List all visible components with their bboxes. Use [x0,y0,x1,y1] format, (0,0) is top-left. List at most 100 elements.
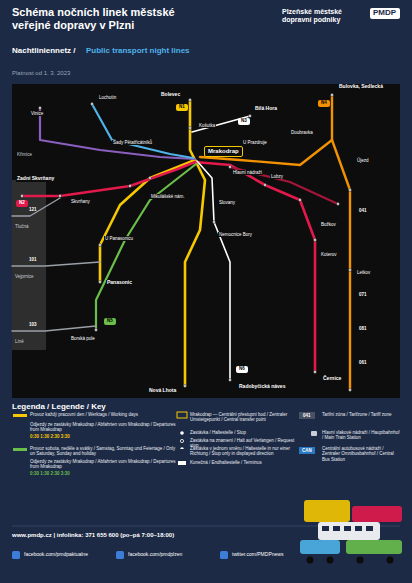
vehicle-window [344,526,351,531]
legend-text: Centrální autobusové nádraží / Zentraler… [322,446,402,462]
train-sample [311,431,317,436]
route-line [92,104,193,158]
stop-name: Košutka [198,123,216,128]
bus-station-sample [299,447,315,454]
legend-item: Odjezdy ze zastávky Mrakodrap / Abfahrte… [30,422,180,433]
stop-name: Koterov [320,252,338,257]
stop-name: Nová Lhota [148,388,177,394]
suburban-strip [12,180,46,350]
legend-note: 0:30 1:30 2:30 3:30 [30,434,70,439]
stop-name: Radobyčická náves [238,384,296,390]
legend-note: twitter.com/PMDPnews [232,552,283,558]
node-text: N6 [239,367,245,372]
vehicle-window [322,526,329,531]
one-way-sample [180,447,184,449]
route-line [22,162,315,372]
legend-item: Mrakodrap — Centrální přestupní bod / Ze… [190,412,298,423]
hub-sample [177,412,187,418]
legend-item: Provoz sobota, neděle a svátky / Samstag… [30,446,180,457]
stop-dot [264,184,267,187]
legend-text: Mrakodrap — Centrální přestupní bod / Ze… [190,412,298,423]
stop-name: Panasonic [106,280,133,286]
zone-sample [299,412,315,419]
node-text: N3 [241,119,247,124]
stop-dot [21,195,24,198]
stop-name: Zadní Skvrňany [16,176,58,182]
legend-item: Konečná / Endhaltestelle / Terminus [190,460,298,465]
stop-name: Bolevec [160,92,181,98]
line-badge: N2 [16,200,28,207]
legend-text: Provoz každý pracovní den / Werktags / W… [30,412,180,417]
stop-name: Mikulášské nám. [150,194,186,199]
vehicle-window [355,526,362,531]
transit-lines [12,95,350,390]
line-badge: N3 [238,118,250,125]
stop-name: 071 [358,292,368,297]
route-line [185,160,205,386]
stop-dot [189,127,192,130]
route-line [12,326,96,331]
stop-name: Nemocnice Bory [218,232,253,237]
stop-name: Vejprnice [15,274,34,279]
stop-dot [99,281,102,284]
stop-name: Lochotín [98,95,117,100]
legend-note: Legenda / Legende / Key [12,402,106,411]
stop-dot [149,177,152,180]
stop-dot [59,195,62,198]
line-badge: N4 [318,100,330,107]
legend-text: Hlavní vlakové nádraží / Hauptbahnhof / … [322,430,402,441]
node-text: N2 [19,201,25,206]
route-line [192,116,250,132]
stop-dot [314,239,317,242]
legend-note: facebook.com/pmdpaktualne [24,552,88,558]
wheel [387,557,394,564]
stop-dot [229,166,232,169]
legend-text: Zastávka v jednom směru / Haltestelle in… [190,446,298,457]
route-line [40,108,195,159]
stop-name: 101 [29,257,37,262]
vehicle-shape [304,500,350,522]
stop-dot [314,371,317,374]
legend-samples [177,412,317,465]
stop-name: Bílá Hora [254,106,278,112]
legend-item: Zastávka v jednom směru / Haltestelle in… [190,446,298,457]
stop-name: Sady Pětatřicátníků [112,140,153,145]
legend-note: 041 [303,413,311,418]
stop-dot [349,269,352,272]
stop-name: 121 [29,207,37,212]
legend-text: Zastávka / Haltestelle / Stop [190,430,298,435]
stop-name: Letkov [356,270,371,275]
stop-name: Skvrňany [70,199,91,204]
social-icon [116,551,124,559]
legend-note: CAN [302,448,312,453]
legend-text: Konečná / Endhaltestelle / Terminus [190,460,298,465]
legend-item: Hlavní vlakové nádraží / Hauptbahnhof / … [322,430,402,441]
route-line [332,140,350,390]
stop-name: Lobzy [270,174,284,179]
wheel [327,557,334,564]
legend-text: Tarifní zóna / Tarifzone / Tariff zone [322,412,402,417]
stop-name: Bulovka, Sedlecká [338,84,392,90]
node-text: N5 [107,319,113,324]
line-badge: N6 [236,366,248,373]
legend-note: www.pmdp.cz | infolinka: 371 655 600 (po… [12,532,174,539]
legend-note: 0:30 1:30 2:30 3:30 [30,471,70,476]
stop-name: Božkov [320,222,337,227]
line-badge: N1 [176,104,188,111]
route-line [230,167,338,204]
legend-text: Odjezdy ze zastávky Mrakodrap / Abfahrte… [30,422,180,433]
legend-item: Odjezdy ze zastávky Mrakodrap / Abfahrte… [30,459,180,470]
hub-box: Mrakodrap [204,146,243,157]
header-text: Platnost od 1. 3. 2023 [12,70,70,77]
line-badge: N5 [104,318,116,325]
legend-text: Odjezdy ze zastávky Mrakodrap / Abfahrte… [30,459,180,470]
terminus-sample [178,461,186,465]
header-text: Plzeňské městské dopravní podniky [282,8,366,24]
route-line [197,161,230,380]
legend-item: Tarifní zóna / Tarifzone / Tariff zone [322,412,402,417]
stop-name: Slovany [218,200,236,205]
social-icon [12,551,20,559]
stop-name: Hlavní nádraží [232,170,263,175]
header-text: Public transport night lines [86,46,190,55]
stop-dot [299,199,302,202]
